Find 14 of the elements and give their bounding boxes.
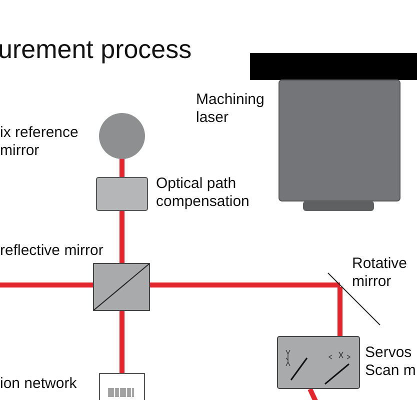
laser-beam: [120, 211, 124, 263]
mirror-label: Rotative mirror: [352, 255, 408, 291]
mirror-label: ix reference mirror: [0, 124, 80, 160]
laser-beam: [0, 282, 93, 288]
laser-label: Machining laser: [196, 91, 266, 127]
laser-beam: [120, 311, 124, 373]
laser-beam: [308, 388, 318, 400]
diagram-title: urement process: [0, 34, 192, 64]
component-label: Optical path compensation: [156, 175, 250, 211]
mirror-label: reflective mirror: [0, 242, 104, 260]
laser-beam: [150, 282, 340, 288]
grating-label: ion network: [0, 375, 78, 393]
laser-beam: [338, 287, 342, 336]
scanner-label: Servos Scan m: [365, 344, 417, 380]
